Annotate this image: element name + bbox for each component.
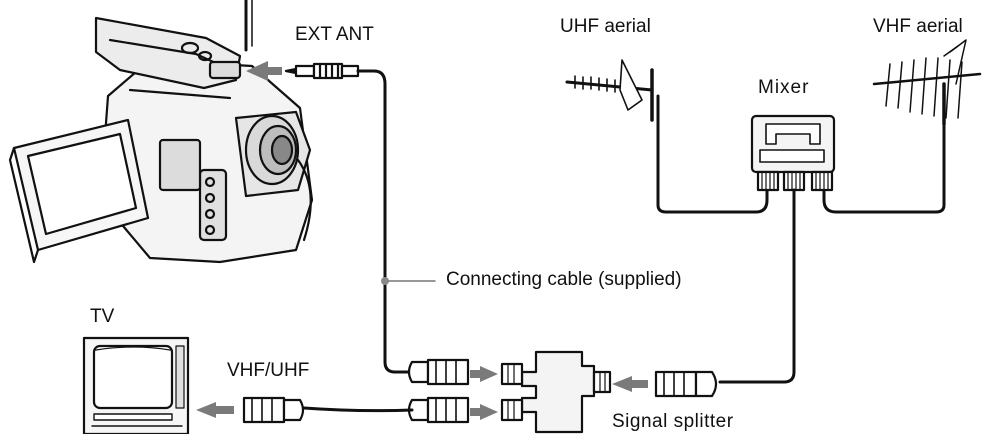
ext-ant-label: EXT ANT <box>295 24 374 45</box>
tv <box>82 336 190 436</box>
ext-ant-plug <box>284 62 360 80</box>
coax-plug-splitter-out <box>407 396 470 424</box>
uhf-aerial <box>565 59 654 122</box>
vhf-uhf-label: VHF/UHF <box>227 360 310 381</box>
coax-plug-mixer <box>654 370 718 398</box>
vhf-aerial <box>872 39 982 126</box>
signal-splitter-device <box>500 350 612 434</box>
camcorder <box>8 0 314 264</box>
ext-ant-arrow <box>246 61 282 81</box>
tv-label: TV <box>90 306 115 327</box>
uhf-aerial-label: UHF aerial <box>560 16 651 37</box>
coax-plug-tv <box>242 396 305 424</box>
coax-plug-camcorder <box>407 358 470 386</box>
mixer-label: Mixer <box>758 77 810 98</box>
connecting-cable <box>356 69 416 374</box>
signal-splitter-label: Signal splitter <box>612 411 734 432</box>
vhf-aerial-label: VHF aerial <box>873 16 963 37</box>
mixer <box>750 114 836 192</box>
connecting-cable-label: Connecting cable (supplied) <box>446 269 682 290</box>
